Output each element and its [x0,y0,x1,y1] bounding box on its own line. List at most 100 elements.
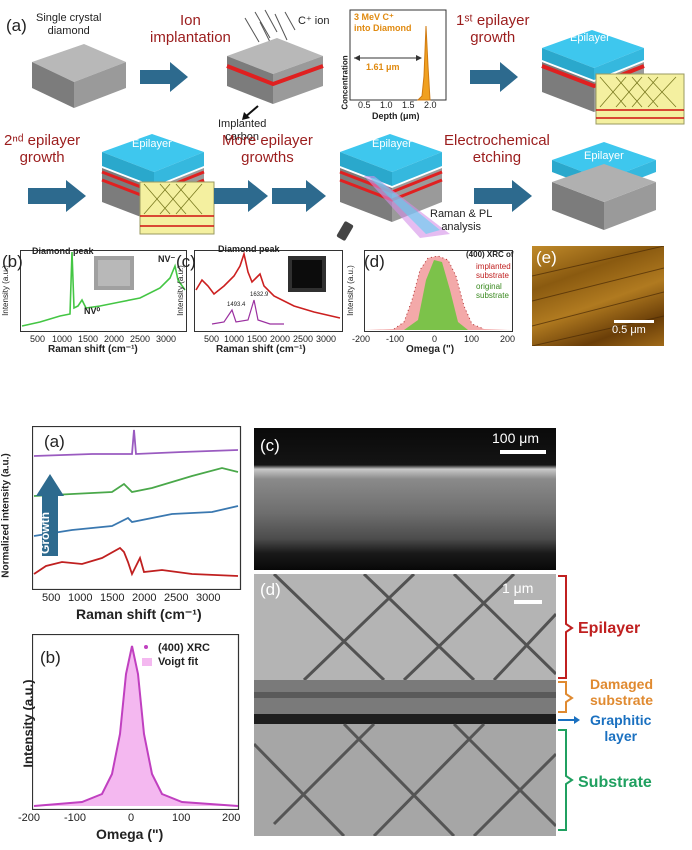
top-d-xrc-plot [364,250,513,332]
top-d-tick: -100 [386,334,405,344]
bottom-b-tick: -100 [64,812,87,824]
tem-scale-label: 1 μm [502,580,534,596]
bottom-b-tick: 200 [222,812,241,824]
arrow-icon [140,62,188,92]
nvm-label: NV⁻ [158,254,176,264]
top-c-xlabel: Raman shift (cm⁻¹) [216,344,306,355]
etched-block [552,142,656,230]
top-d-tick: 0 [432,334,438,344]
srim-inset-plot [349,9,447,101]
afm-scale-bar [614,320,654,323]
first-epilayer-block [541,30,685,125]
tem-cross-section-image [254,574,556,836]
xrc-legend-original: original substrate [476,282,509,300]
bottom-b-tick: -200 [18,812,41,824]
inset-peak-1: 1493.4 [227,302,246,308]
bottom-b-xrc-plot [32,634,240,810]
srim-inset-title: 3 MeV C⁺ into Diamond [354,12,412,33]
epilayer-label: Epilayer [570,32,610,44]
top-panel-b-letter: (b) [2,252,23,271]
ion-implantation-label: Ion implantation [150,12,231,46]
top-d-ylabel: Intensity (a.u.) [345,265,355,316]
arrow-icon [28,180,86,212]
bottom-panel-c-letter: (c) [260,436,280,455]
epilayer-label: Epilayer [372,138,412,150]
bottom-panel-a-letter: (a) [44,432,65,451]
more-growths-label: More epilayer growths [222,132,313,166]
afm-image [531,245,665,347]
srim-inset-depth: 1.61 μm [366,62,400,72]
srim-tick: 2.0 [424,100,437,110]
xrc-legend-implanted: implanted substrate [476,262,511,280]
top-c-tick: 2000 [270,334,291,344]
bottom-panel-d-letter: (d) [260,580,281,599]
top-b-tick: 2000 [104,334,125,344]
srim-tick: 0.5 [358,100,371,110]
xrc-legend-title: (400) XRC of [466,250,514,259]
epilayer-region-label: Epilayer [578,620,641,637]
afm-scale-label: 0.5 μm [612,324,646,336]
top-c-raman-plot [194,250,343,332]
top-c-tick: 500 [204,334,220,344]
srim-tick: 1.0 [380,100,393,110]
damaged-substrate-label: Damaged substrate [590,676,654,708]
bottom-b-legend-2: Voigt fit [158,656,199,668]
raman-block [336,134,450,241]
bottom-a-tick: 2500 [164,592,189,604]
top-c-tick: 2500 [293,334,314,344]
bottom-a-tick: 2000 [132,592,157,604]
top-c-ylabel: Intensity (a.u.) [175,265,185,316]
bottom-a-tick: 500 [42,592,61,604]
srim-inset-xlabel: Depth (μm) [372,111,420,121]
single-crystal-block [32,44,126,108]
top-c-tick: 1500 [247,334,268,344]
bottom-b-tick: 100 [172,812,191,824]
bottom-b-legend-1: (400) XRC [158,642,210,654]
bottom-a-tick: 3000 [196,592,221,604]
top-d-tick: -200 [352,334,371,344]
diamond-peak-label: Diamond peak [218,244,280,254]
top-d-tick: 200 [500,334,516,344]
substrate-region-label: Substrate [578,774,652,791]
graphitic-layer-label: Graphitic layer [590,712,652,744]
top-b-xlabel: Raman shift (cm⁻¹) [48,344,138,355]
top-b-tick: 1500 [78,334,99,344]
implant-block [226,9,324,104]
srim-inset-ylabel: Concentration [340,55,350,110]
bottom-b-xlabel: Omega (") [96,826,164,842]
bottom-b-ylabel: Intensity (a.u.) [20,679,36,768]
single-crystal-label: Single crystal diamond [36,12,102,37]
raman-pl-label: Raman & PL analysis [430,208,493,233]
top-b-ylabel: Intensity (a.u.) [0,265,10,316]
top-panel-c-letter: (c) [176,252,196,271]
bottom-a-xlabel: Raman shift (cm⁻¹) [76,606,202,622]
tem-scale-bar [514,600,542,604]
srim-tick: 1.5 [402,100,415,110]
top-c-tick: 3000 [316,334,337,344]
top-b-tick: 3000 [156,334,177,344]
top-d-xlabel: Omega (") [406,344,455,355]
top-panel-a-letter: (a) [6,16,27,35]
top-panel-d-letter: (d) [364,252,385,271]
inset-peak-2: 1632.9 [250,292,269,298]
bottom-a-raman-plot [32,426,242,590]
top-c-tick: 1000 [224,334,245,344]
sem-scale-label: 100 μm [492,430,539,446]
bottom-a-tick: 1500 [100,592,125,604]
top-b-tick: 2500 [130,334,151,344]
top-d-tick: 100 [464,334,480,344]
top-b-tick: 500 [30,334,46,344]
second-growth-label: 2ⁿᵈ epilayer growth [4,132,81,166]
bottom-a-tick: 1000 [68,592,93,604]
arrow-icon [470,62,518,92]
epilayer-label: Epilayer [584,150,624,162]
electrochemical-label: Electrochemical etching [444,132,550,166]
diamond-peak-label: Diamond peak [32,246,94,256]
growth-label: Growth [38,512,52,554]
implanted-carbon-label: Implanted carbon [218,118,267,143]
arrow-icon [242,105,259,120]
first-growth-label: 1ˢᵗ epilayer growth [456,12,530,46]
bottom-a-ylabel: Normalized intensity (a.u.) [0,453,12,578]
arrow-icon [272,180,326,212]
top-b-raman-plot [20,250,187,332]
